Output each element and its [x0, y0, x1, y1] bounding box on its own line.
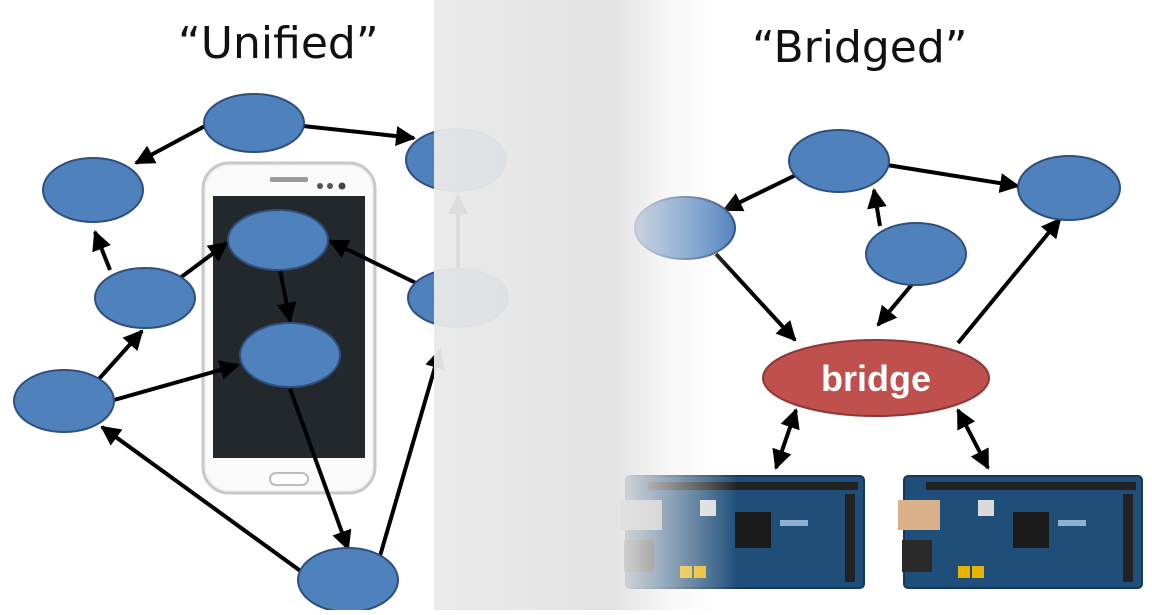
bridge-label: bridge [821, 358, 931, 399]
title-bridged: “Bridged” [752, 22, 968, 73]
edge-r-mid-to-bridge [876, 280, 916, 327]
bridge-node [762, 339, 990, 417]
edge-top-to-leftupper [134, 124, 206, 165]
node-r-top [788, 129, 890, 193]
edge-r-top-to-right [886, 163, 1020, 194]
node-bottom [297, 547, 399, 613]
edge-leftmid-to-phonetop [174, 241, 229, 283]
edge-leftlower-to-phonemid [113, 360, 240, 402]
edge-bottom-to-rightmid [378, 348, 445, 557]
node-r-mid [865, 222, 967, 286]
edge-phonetop-to-phonemid [276, 269, 297, 323]
edge-rightmid-to-phonetop [328, 239, 421, 287]
arduino-board-icon [898, 475, 1143, 589]
edge-leftmid-to-leftupper [92, 230, 112, 271]
node-phone-mid [239, 322, 341, 388]
edge-bridge-board1 [772, 408, 800, 470]
edge-r-mid-to-top [867, 188, 887, 227]
edge-r-bridge-to-right [956, 217, 1062, 345]
node-phone-top [227, 209, 329, 271]
edge-phonemid-to-bottom [288, 388, 352, 551]
node-left-lower [13, 369, 115, 433]
node-top [203, 93, 305, 153]
node-left-upper [42, 157, 144, 223]
node-r-right [1017, 155, 1121, 221]
edge-bottom-to-leftlower [100, 425, 308, 577]
transition-band [434, 0, 738, 610]
edge-top-to-rightupper [302, 124, 416, 147]
edge-bridge-board2 [956, 408, 990, 470]
edge-leftlower-to-leftmid [96, 329, 144, 382]
title-unified: “Unified” [178, 18, 379, 69]
node-left-mid [94, 267, 196, 329]
